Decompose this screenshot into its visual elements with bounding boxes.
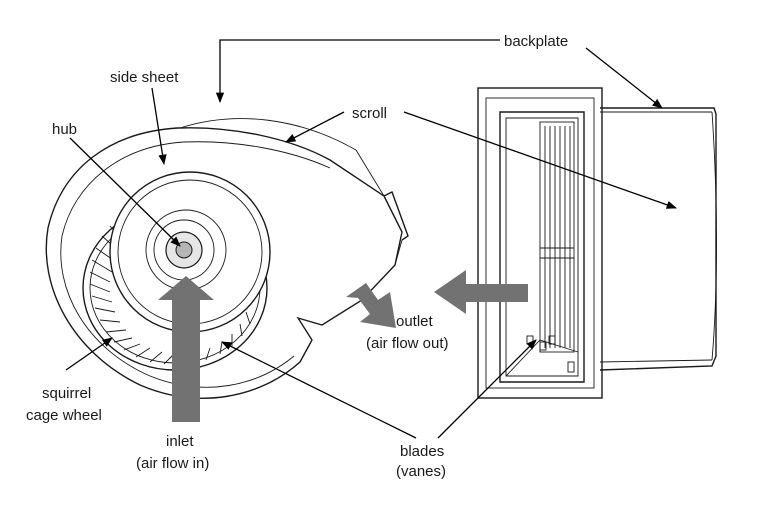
label-inlet: inlet [166,433,194,450]
label-side-sheet: side sheet [110,69,179,86]
outlet-flow-arrow [346,283,396,328]
label-scroll: scroll [352,105,387,122]
label-backplate: backplate [504,33,568,50]
leader-lines [65,39,677,439]
label-vanes: (vanes) [396,463,446,480]
label-inlet-detail: (air flow in) [136,455,209,472]
label-blades: blades [400,443,444,460]
label-squirrel: squirrel [42,385,91,402]
side-view-blades [539,121,575,353]
label-cage-wheel: cage wheel [26,407,102,424]
inlet-flow-arrow [158,276,214,422]
label-outlet: outlet [396,313,434,330]
blower-side-view [477,87,717,399]
label-hub: hub [52,121,77,138]
side-view-outlet-flow-arrow [434,270,528,314]
label-outlet-detail: (air flow out) [366,335,449,352]
